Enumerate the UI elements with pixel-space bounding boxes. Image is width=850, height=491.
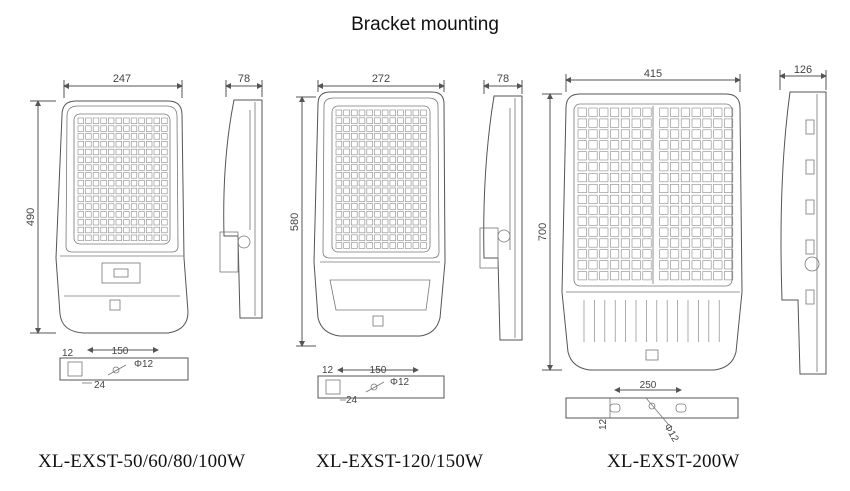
fixture-3-hole-spacing-label: 250	[640, 380, 657, 391]
fixture-3-height-label: 700	[537, 223, 549, 241]
fixture-1-hole-diameter-label: Φ12	[134, 359, 154, 370]
fixture-3-hole-diameter-label: Φ12	[661, 422, 680, 444]
fixture-2-led-array	[335, 109, 427, 249]
fixture-2-model-label: XL-EXST-120/150W	[316, 451, 484, 472]
fixture-2-width-dimension: 272	[317, 73, 445, 92]
fixture-2-height-label: 580	[289, 213, 301, 231]
fixture-3-model-label: XL-EXST-200W	[607, 451, 740, 472]
fixture-2-width-label: 272	[372, 73, 390, 85]
fixture-3-offset-label: 12	[598, 418, 609, 430]
fixture-1-front-view	[55, 100, 189, 334]
fixture-1-width-label: 247	[113, 73, 131, 85]
fixture-1-model-label: XL-EXST-50/60/80/100W	[38, 451, 246, 472]
fixture-1-side-view: 78	[219, 73, 263, 319]
fixture-2-front-view	[313, 91, 446, 337]
fixture-1-depth-label: 78	[238, 73, 250, 85]
fixture-3-front-view	[561, 93, 743, 371]
fixture-3-height-dimension: 700	[537, 93, 562, 371]
fixture-1-height-label: 490	[25, 208, 37, 226]
fixture-1-thickness-label: 24	[94, 380, 106, 391]
fixture-2-height-dimension: 580	[289, 96, 316, 347]
fixture-2-depth-label: 78	[497, 73, 509, 85]
fixture-2-side-view: 78	[479, 73, 523, 341]
fixture-3-heat-sink-fins	[583, 300, 720, 342]
fixture-3-led-array	[577, 107, 734, 281]
fixture-1-height-dimension: 490	[25, 100, 56, 334]
fixture-3-width-label: 415	[644, 68, 662, 80]
fixture-1-hole-spacing-label: 150	[112, 346, 129, 357]
fixture-2-thickness-label: 24	[346, 395, 358, 406]
fixture-3-side-view: 126	[779, 64, 827, 375]
fixture-2-hole-diameter-label: Φ12	[390, 377, 410, 388]
fixture-3-depth-label: 126	[794, 64, 812, 76]
diagram-title: Bracket mounting	[351, 14, 499, 35]
fixture-3-bracket: 250 Φ12 12	[565, 380, 739, 444]
fixture-2-hole-spacing-label: 150	[370, 365, 387, 376]
fixture-1-bracket: 150 Φ12 12 24	[59, 346, 189, 391]
fixture-1-width-dimension: 247	[63, 73, 183, 98]
fixture-1-led-array	[77, 117, 168, 241]
fixture-2-offset-label: 12	[322, 365, 334, 376]
fixture-3-width-dimension: 415	[565, 68, 741, 92]
fixture-2-bracket: 150 Φ12 12 24	[317, 365, 445, 406]
fixture-1-offset-label: 12	[62, 348, 74, 359]
